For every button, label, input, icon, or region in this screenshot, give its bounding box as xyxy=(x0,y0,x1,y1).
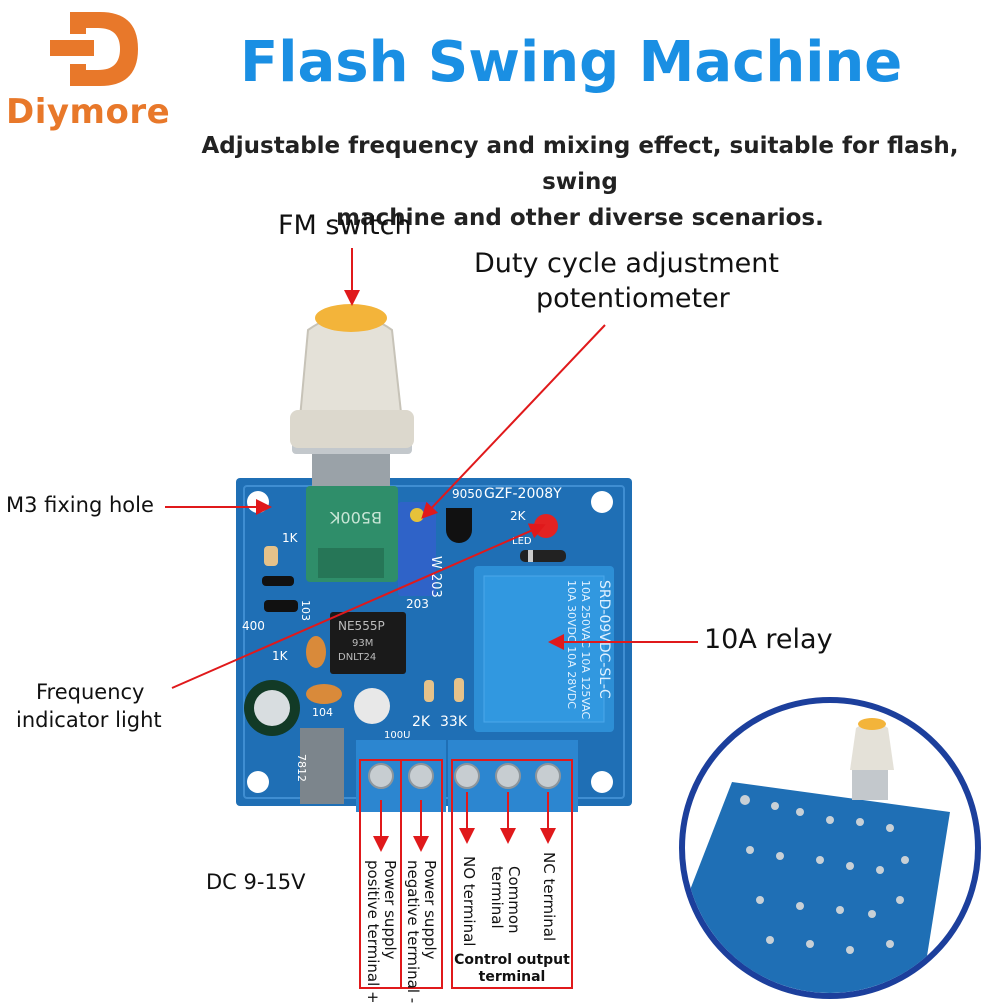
r2-label: 103 xyxy=(299,600,312,621)
r4-label: 1K xyxy=(272,649,289,663)
ic-line-1: NE555P xyxy=(338,619,385,633)
control-terminal-box xyxy=(451,759,573,989)
freq-light-label-2: indicator light xyxy=(16,708,162,732)
subtitle-line-2: machine and other diverse scenarios. xyxy=(336,205,824,231)
r6-label: 2K xyxy=(412,714,431,730)
trimmer xyxy=(398,502,436,596)
diymore-d-logo-icon xyxy=(50,12,138,86)
common-line-1: Common xyxy=(505,866,523,934)
board-model: GZF-2008Y xyxy=(484,486,562,502)
mount-hole-tr xyxy=(591,491,613,513)
inset-knob xyxy=(850,722,894,770)
brand-name: Diymore xyxy=(6,92,171,132)
no-terminal-label: NO terminal xyxy=(460,856,478,947)
cap-label: 100U xyxy=(384,730,410,741)
relay-rating-2: 10A 30VDC 10A 28VDC xyxy=(565,580,578,709)
relay-label: 10A relay xyxy=(704,624,833,655)
trim-label: W 203 xyxy=(428,556,443,598)
page-title: Flash Swing Machine xyxy=(240,30,903,95)
common-terminal-label: Common terminal xyxy=(488,866,523,934)
power-positive-label: Power supply positive terminal + xyxy=(364,860,399,1004)
mount-hole-br xyxy=(591,771,613,793)
m3-hole-label: M3 fixing hole xyxy=(6,493,154,517)
duty-cycle-label-2: potentiometer xyxy=(536,283,730,314)
fm-switch-label: FM switch xyxy=(278,210,412,241)
brand-logo xyxy=(40,6,150,92)
dc-voltage-label: DC 9-15V xyxy=(206,870,306,894)
duty-cycle-arrow xyxy=(421,324,606,519)
power-neg-line-2: negative terminal - xyxy=(404,860,422,1004)
power-neg-line-1: Power supply xyxy=(421,860,439,960)
power-negative-label: Power supply negative terminal - xyxy=(404,860,439,1004)
reg-label: 7812 xyxy=(295,754,308,782)
mount-hole-tl xyxy=(247,491,269,513)
pot-label: B500K xyxy=(329,508,382,527)
relay-model: SRD-09VDC-SL-C xyxy=(596,580,612,699)
r3-label: 400 xyxy=(242,619,265,633)
ic-555 xyxy=(330,612,406,674)
subtitle-line-1: Adjustable frequency and mixing effect, … xyxy=(201,133,959,195)
freq-light-arrow xyxy=(171,523,546,689)
trim-code: 203 xyxy=(406,597,429,611)
power-pos-line-2: positive terminal + xyxy=(364,860,382,1004)
transistor-label: 9050 xyxy=(452,487,483,501)
common-line-2: terminal xyxy=(488,866,506,929)
led-label: LED xyxy=(512,536,532,547)
freq-light-label-1: Frequency xyxy=(36,680,145,704)
transistor xyxy=(446,508,472,543)
r7-label: 33K xyxy=(440,714,468,730)
control-output-label: Control output terminal xyxy=(452,952,572,986)
control-line-2: terminal xyxy=(478,969,546,985)
ic-line-3: DNLT24 xyxy=(338,652,376,663)
led xyxy=(534,514,558,538)
r8-label: 2K xyxy=(510,509,527,523)
duty-cycle-label-1: Duty cycle adjustment xyxy=(474,248,779,279)
r1-label: 1K xyxy=(282,531,299,545)
r5-label: 104 xyxy=(312,706,333,719)
relay-rating-1: 10A 250VAC 10A 125VAC xyxy=(579,580,592,720)
power-pos-line-1: Power supply xyxy=(381,860,399,960)
regulator-7812 xyxy=(300,728,344,804)
mount-hole-bl xyxy=(247,771,269,793)
inset-board-back xyxy=(690,782,950,993)
ic-line-2: 93M xyxy=(352,638,373,649)
subtitle: Adjustable frequency and mixing effect, … xyxy=(160,128,1000,236)
nc-terminal-label: NC terminal xyxy=(540,852,558,942)
control-line-1: Control output xyxy=(454,952,570,968)
